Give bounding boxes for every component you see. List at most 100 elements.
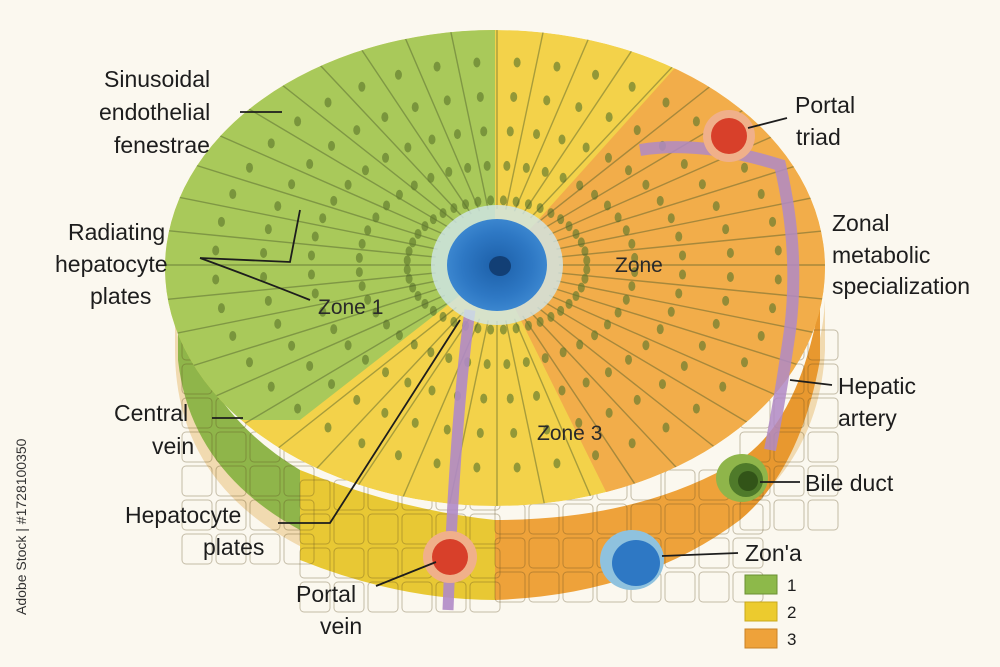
hepatocyte-nucleus (311, 288, 319, 299)
hepatocyte-nucleus (245, 162, 253, 173)
hepatocyte-nucleus (260, 272, 268, 283)
hepatocyte-nucleus (575, 102, 583, 113)
side-cell (773, 465, 805, 497)
side-cell (249, 465, 281, 497)
hepatocyte-nucleus (675, 231, 683, 242)
hepatocyte-nucleus (361, 354, 369, 365)
plate-boundary (224, 301, 451, 436)
label-bile-duct: Bile duct (805, 470, 894, 496)
hepatocyte-nucleus (533, 129, 541, 140)
hepatocyte-nucleus (675, 288, 683, 299)
hepatocyte-nucleus (559, 347, 567, 358)
hepatocyte-nucleus (577, 282, 585, 293)
hepatocyte-nucleus (353, 125, 361, 136)
hepatocyte-nucleus (476, 91, 484, 102)
label-sinusoidal-line2: endothelial (99, 99, 210, 125)
hepatocyte-nucleus (410, 180, 418, 191)
hepatocyte-nucleus (405, 246, 413, 257)
hepatocyte-nucleus (503, 359, 511, 370)
hepatocyte-nucleus (427, 347, 435, 358)
label-central-line2: vein (152, 433, 194, 459)
side-cell (215, 465, 247, 497)
hepatocyte-nucleus (558, 134, 566, 145)
hepatocyte-nucleus (726, 272, 734, 283)
hepatocyte-nucleus (260, 247, 268, 258)
hepatocyte-nucleus (572, 228, 580, 239)
hepatocyte-nucleus (445, 166, 453, 177)
hepatocyte-nucleus (604, 367, 612, 378)
hepatocyte-nucleus (506, 126, 514, 137)
hepatocyte-nucleus (622, 225, 630, 236)
hepatocyte-nucleus (543, 95, 551, 106)
hepatocyte-nucleus (443, 95, 451, 106)
hepatocyte-nucleus (319, 213, 327, 224)
hepatocyte-nucleus (411, 102, 419, 113)
label-hep-plates-line2: plates (203, 534, 264, 560)
hepatocyte-nucleus (453, 129, 461, 140)
hepatocyte-nucleus (311, 231, 319, 242)
hepatocyte-nucleus (324, 422, 332, 433)
side-cell (528, 503, 560, 535)
hepatocyte-nucleus (429, 305, 437, 316)
side-cell (333, 547, 365, 579)
plate-boundary (522, 30, 648, 215)
hepatocyte-nucleus (381, 112, 389, 123)
hepatocyte-nucleus (443, 424, 451, 435)
label-sinusoidal-line3: fenestrae (114, 132, 210, 158)
hepatocyte-nucleus (395, 330, 403, 341)
side-cell (215, 431, 247, 463)
hepatocyte-nucleus (642, 340, 650, 351)
hepatocyte-nucleus (344, 340, 352, 351)
hepatocyte-nucleus (383, 319, 391, 330)
side-cell (283, 465, 315, 497)
hepatocyte-nucleus (541, 166, 549, 177)
hepatocyte-nucleus (427, 172, 435, 183)
hepatocyte-nucleus (512, 196, 520, 207)
hepatocyte-nucleus (553, 61, 561, 72)
plate-boundary (260, 306, 457, 463)
side-cell (367, 547, 399, 579)
hepatocyte-nucleus (411, 417, 419, 428)
hepatocyte-nucleus (474, 196, 482, 207)
hepatocyte-nucleus (264, 224, 272, 235)
hepatocyte-nucleus (757, 330, 765, 341)
plate-boundary (346, 30, 472, 215)
hepatocyte-nucleus (631, 267, 639, 278)
plate-boundary (513, 318, 600, 506)
hepatocyte-nucleus (656, 195, 664, 206)
hepatocyte-nucleus (307, 269, 315, 280)
side-cell (283, 499, 315, 531)
hepatocyte-nucleus (364, 225, 372, 236)
hepatocyte-nucleus (769, 216, 777, 227)
portal-triad-vessel (703, 110, 755, 162)
hepatocyte-nucleus (592, 450, 600, 461)
label-radiating-line1: Radiating (68, 219, 165, 245)
hepatocyte-nucleus (245, 357, 253, 368)
hepatocyte-nucleus (499, 195, 507, 206)
plate-boundary (165, 272, 436, 303)
hepatocyte-nucleus (533, 390, 541, 401)
plate-boundary (169, 156, 441, 243)
plate-boundary (556, 191, 825, 250)
side-cell (181, 465, 213, 497)
hepatocyte-nucleus (307, 250, 315, 261)
hepatocyte-nucleus (506, 393, 514, 404)
label-zonal-line2: metabolic (832, 242, 930, 268)
side-cell (469, 513, 501, 545)
plate-boundary (548, 123, 801, 236)
hepatocyte-nucleus (487, 195, 495, 206)
hepatocyte-nucleus (512, 323, 520, 334)
hepatocyte-nucleus (414, 291, 422, 302)
hepatocyte-nucleus (404, 142, 412, 153)
hepatocyte-nucleus (353, 394, 361, 405)
side-cell (562, 571, 594, 603)
hepatocyte-nucleus (543, 424, 551, 435)
plate-boundary (558, 272, 825, 303)
central-vein (431, 205, 563, 325)
hepatocyte-nucleus (473, 462, 481, 473)
side-cell (299, 513, 331, 545)
hepatocyte-nucleus (264, 295, 272, 306)
label-portal-vein-line2: vein (320, 613, 362, 639)
hepatocyte-nucleus (628, 281, 636, 292)
hepatocyte-nucleus (382, 367, 390, 378)
